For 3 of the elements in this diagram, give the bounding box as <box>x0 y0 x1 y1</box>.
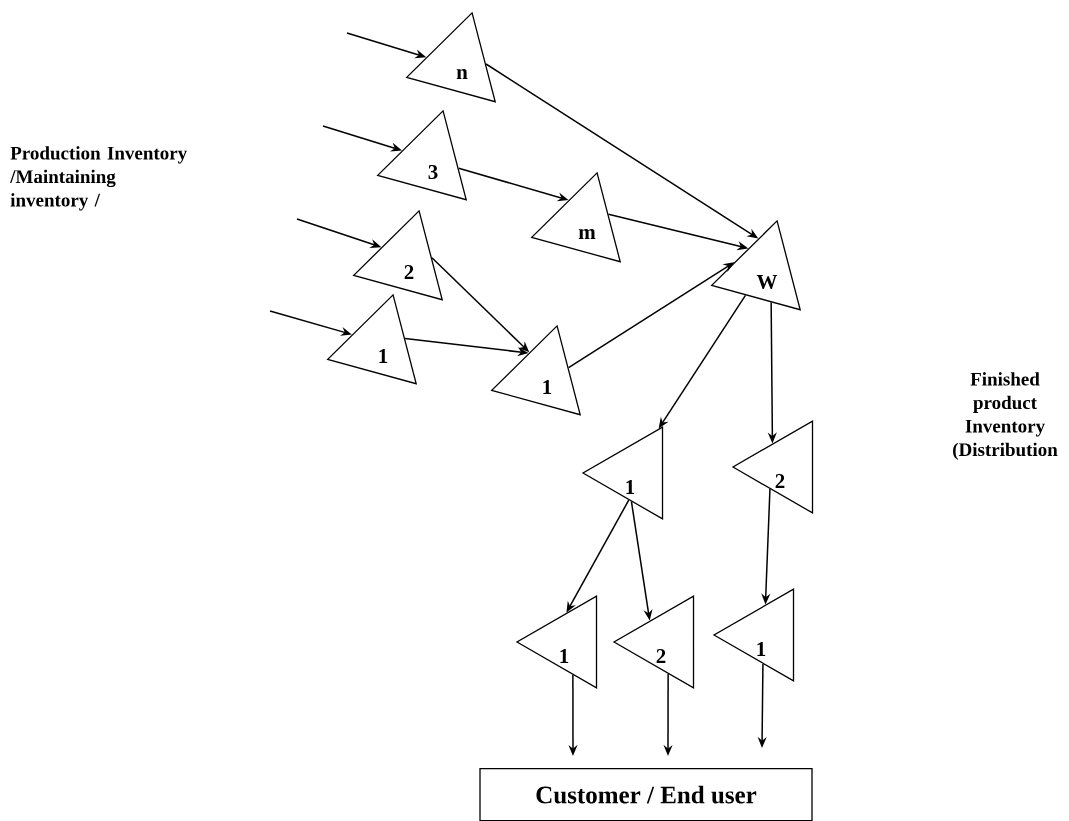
customer-box: Customer / End user <box>479 768 813 821</box>
section-label: Finished product Inventory (Distribution <box>953 372 1058 460</box>
section-label: Production Inventory /Maintaining inventory / <box>10 146 187 211</box>
